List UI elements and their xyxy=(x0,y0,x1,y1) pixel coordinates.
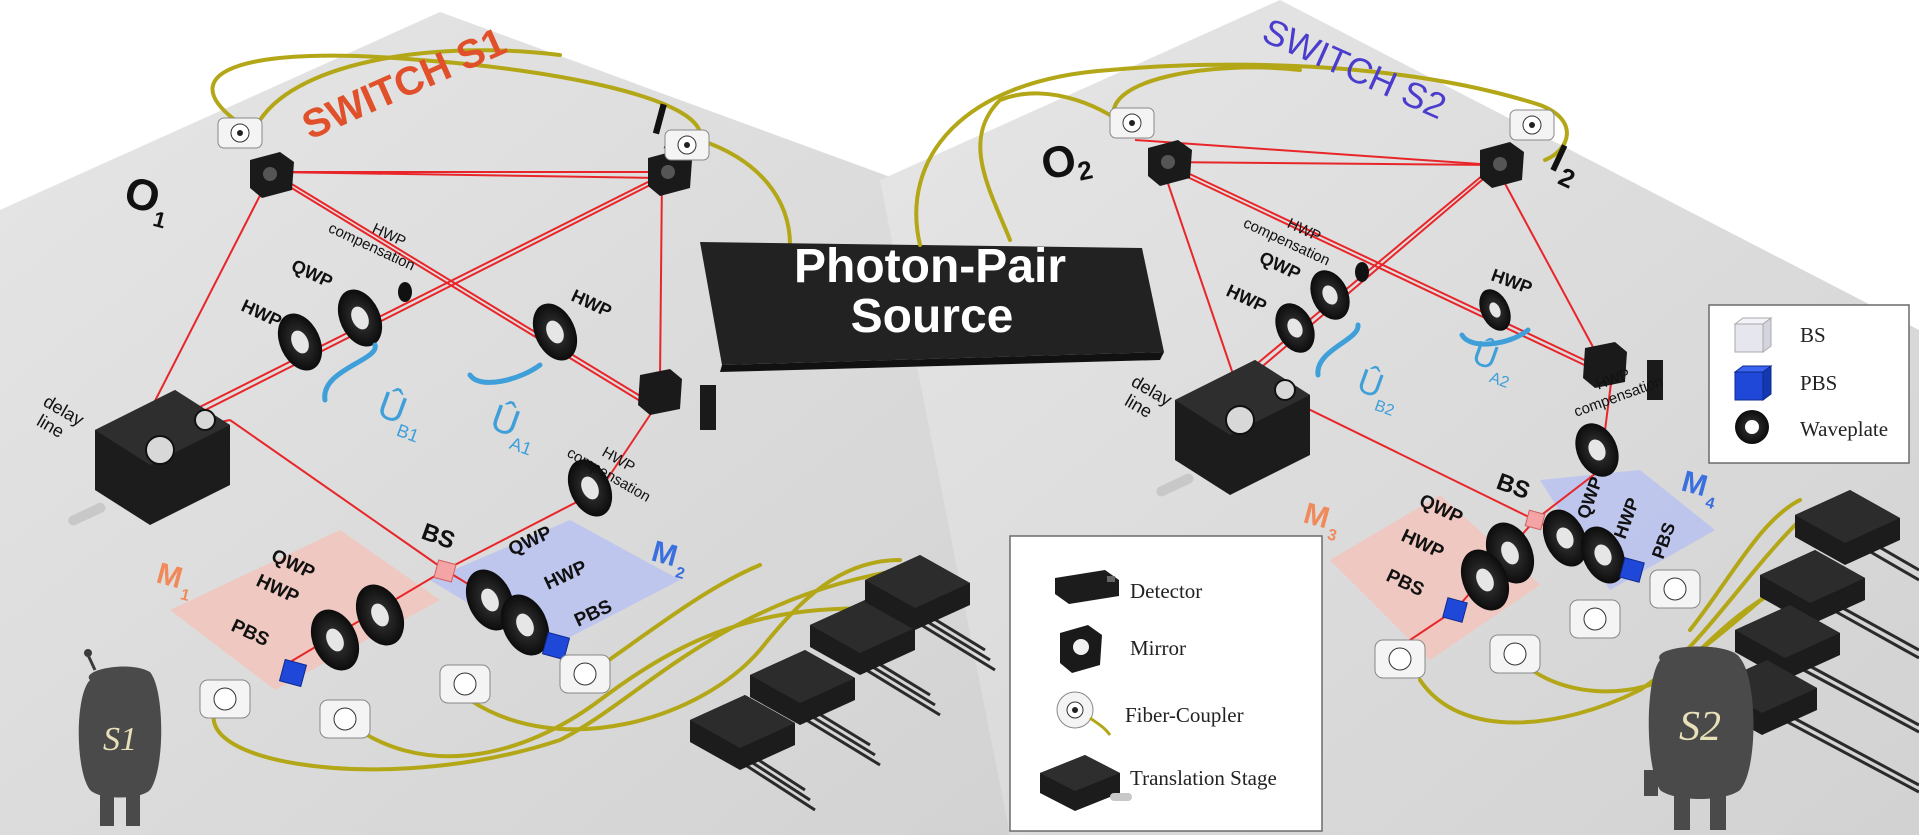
pbs-m1 xyxy=(278,658,308,688)
fiber-coupler-s1-bottom-4 xyxy=(559,654,611,694)
m1-zone xyxy=(170,530,440,690)
pbs-m4 xyxy=(1619,557,1645,583)
legend-fiber-coupler-label: Fiber-Coupler xyxy=(1125,703,1244,727)
pbs-m3 xyxy=(1442,597,1468,623)
character-s1: S1 xyxy=(78,649,162,826)
output-label-s2: O 2 xyxy=(1037,135,1095,190)
legend-mirror-label: Mirror xyxy=(1130,636,1186,660)
legend-detector-label: Detector xyxy=(1130,579,1202,603)
svg-text:A2: A2 xyxy=(1487,369,1511,392)
detector-s2-3 xyxy=(1735,605,1840,680)
waveplate-s1-hwp xyxy=(277,313,323,371)
translation-stage-s1 xyxy=(68,390,230,526)
svg-text:3: 3 xyxy=(1325,526,1338,545)
svg-text:2: 2 xyxy=(673,564,686,583)
svg-text:Photon-Pair: Photon-Pair xyxy=(794,240,1066,293)
unitary-b-label-s2: Û B2 xyxy=(1352,362,1396,420)
fiber-coupler-s2-bottom-4 xyxy=(1649,569,1701,609)
m4-zone xyxy=(1540,470,1715,590)
waveplate-m1-qwp xyxy=(355,584,405,646)
waveplate-m4-hwp xyxy=(1580,526,1626,584)
fiber-coupler-icon xyxy=(1056,691,1112,736)
waveplate-s1-hwp-a xyxy=(532,303,578,361)
fiber-coupler-s1-bottom-1 xyxy=(199,679,251,719)
detector-s1-3 xyxy=(810,600,915,675)
waveplate-s2-hwp-a xyxy=(1479,289,1511,331)
translation-stage-s2 xyxy=(1156,360,1310,497)
unitary-a-brace-s1 xyxy=(467,362,543,385)
detector-s2-2 xyxy=(1760,550,1865,625)
fiber-coupler-s2-top-right xyxy=(1509,109,1555,141)
m3-zone xyxy=(1330,495,1540,660)
beam-splitter-s1 xyxy=(433,559,457,583)
fibers-source xyxy=(914,62,1542,247)
waveplate-s2-hwp xyxy=(1275,303,1315,353)
unitary-b-brace-s2 xyxy=(1315,322,1361,378)
fiber-coupler-s1-top-right xyxy=(664,129,710,161)
waveplate-s1-hwp-comp-right xyxy=(567,459,613,517)
waveplate-icon xyxy=(1735,410,1769,444)
detector-s1-4 xyxy=(865,555,970,630)
mirror-s2-right xyxy=(1583,342,1663,400)
detector-s1-2 xyxy=(750,650,855,725)
detector-s1-1 xyxy=(690,695,795,770)
fiber-coupler-s2-top-left xyxy=(1109,107,1155,139)
svg-text:Source: Source xyxy=(851,290,1014,343)
character-s2: S2 xyxy=(1644,646,1754,830)
fibers-s1 xyxy=(210,48,902,772)
waveplate-m3-hwp xyxy=(1460,549,1510,611)
fiber-coupler-s1-bottom-2 xyxy=(319,699,371,739)
legend-bs-label: BS xyxy=(1800,323,1826,347)
waveplate-s1-hwp-comp xyxy=(398,282,412,302)
bs-icon xyxy=(1733,317,1773,353)
svg-text:4: 4 xyxy=(1703,494,1716,513)
svg-text:S1: S1 xyxy=(103,721,137,758)
waveplate-m4-qwp xyxy=(1542,509,1588,567)
photon-pair-source: Photon-Pair Source xyxy=(700,240,1164,372)
svg-text:S2: S2 xyxy=(1679,704,1721,750)
mirror-s1-right xyxy=(638,369,716,430)
legend-pbs-label: PBS xyxy=(1800,371,1837,395)
beam-splitter-s2 xyxy=(1524,509,1546,531)
legend-translation-stage-label: Translation Stage xyxy=(1130,766,1277,790)
pbs-m2 xyxy=(541,631,571,661)
mirror-s1-top-left xyxy=(250,152,294,198)
mirror-s1-top-right xyxy=(648,150,692,196)
svg-text:1: 1 xyxy=(178,586,191,605)
unitary-a-label-s2: Û A2 xyxy=(1467,334,1511,392)
waveplate-m1-hwp xyxy=(310,609,360,671)
translation-stage-icon xyxy=(1040,755,1132,811)
mirror-icon xyxy=(1060,625,1102,673)
waveplate-s2-qwp xyxy=(1310,270,1350,320)
detector-icon xyxy=(1055,570,1119,604)
unitary-b-brace-s1 xyxy=(322,342,378,403)
mirror-s2-top-left xyxy=(1148,140,1192,186)
svg-text:2: 2 xyxy=(1075,154,1095,186)
waveplate-s1-qwp xyxy=(337,289,383,347)
waveplate-s2-hwp-comp-right xyxy=(1575,423,1619,477)
legend-waveplate-label: Waveplate xyxy=(1800,417,1888,441)
fiber-coupler-s1-bottom-3 xyxy=(439,664,491,704)
fiber-coupler-s2-bottom-2 xyxy=(1489,634,1541,674)
detector-s2-1 xyxy=(1795,490,1900,565)
svg-text:B2: B2 xyxy=(1372,397,1396,420)
fiber-coupler-s2-bottom-3 xyxy=(1569,599,1621,639)
waveplate-s2-hwp-comp xyxy=(1355,262,1369,282)
unitary-a-brace-s2 xyxy=(1459,327,1531,347)
fiber-coupler-s1-top-left xyxy=(217,117,263,149)
fiber-coupler-s2-bottom-1 xyxy=(1374,639,1426,679)
pbs-icon xyxy=(1733,365,1773,401)
waveplate-m2-hwp xyxy=(500,594,550,656)
mirror-s2-top-right xyxy=(1480,142,1524,188)
